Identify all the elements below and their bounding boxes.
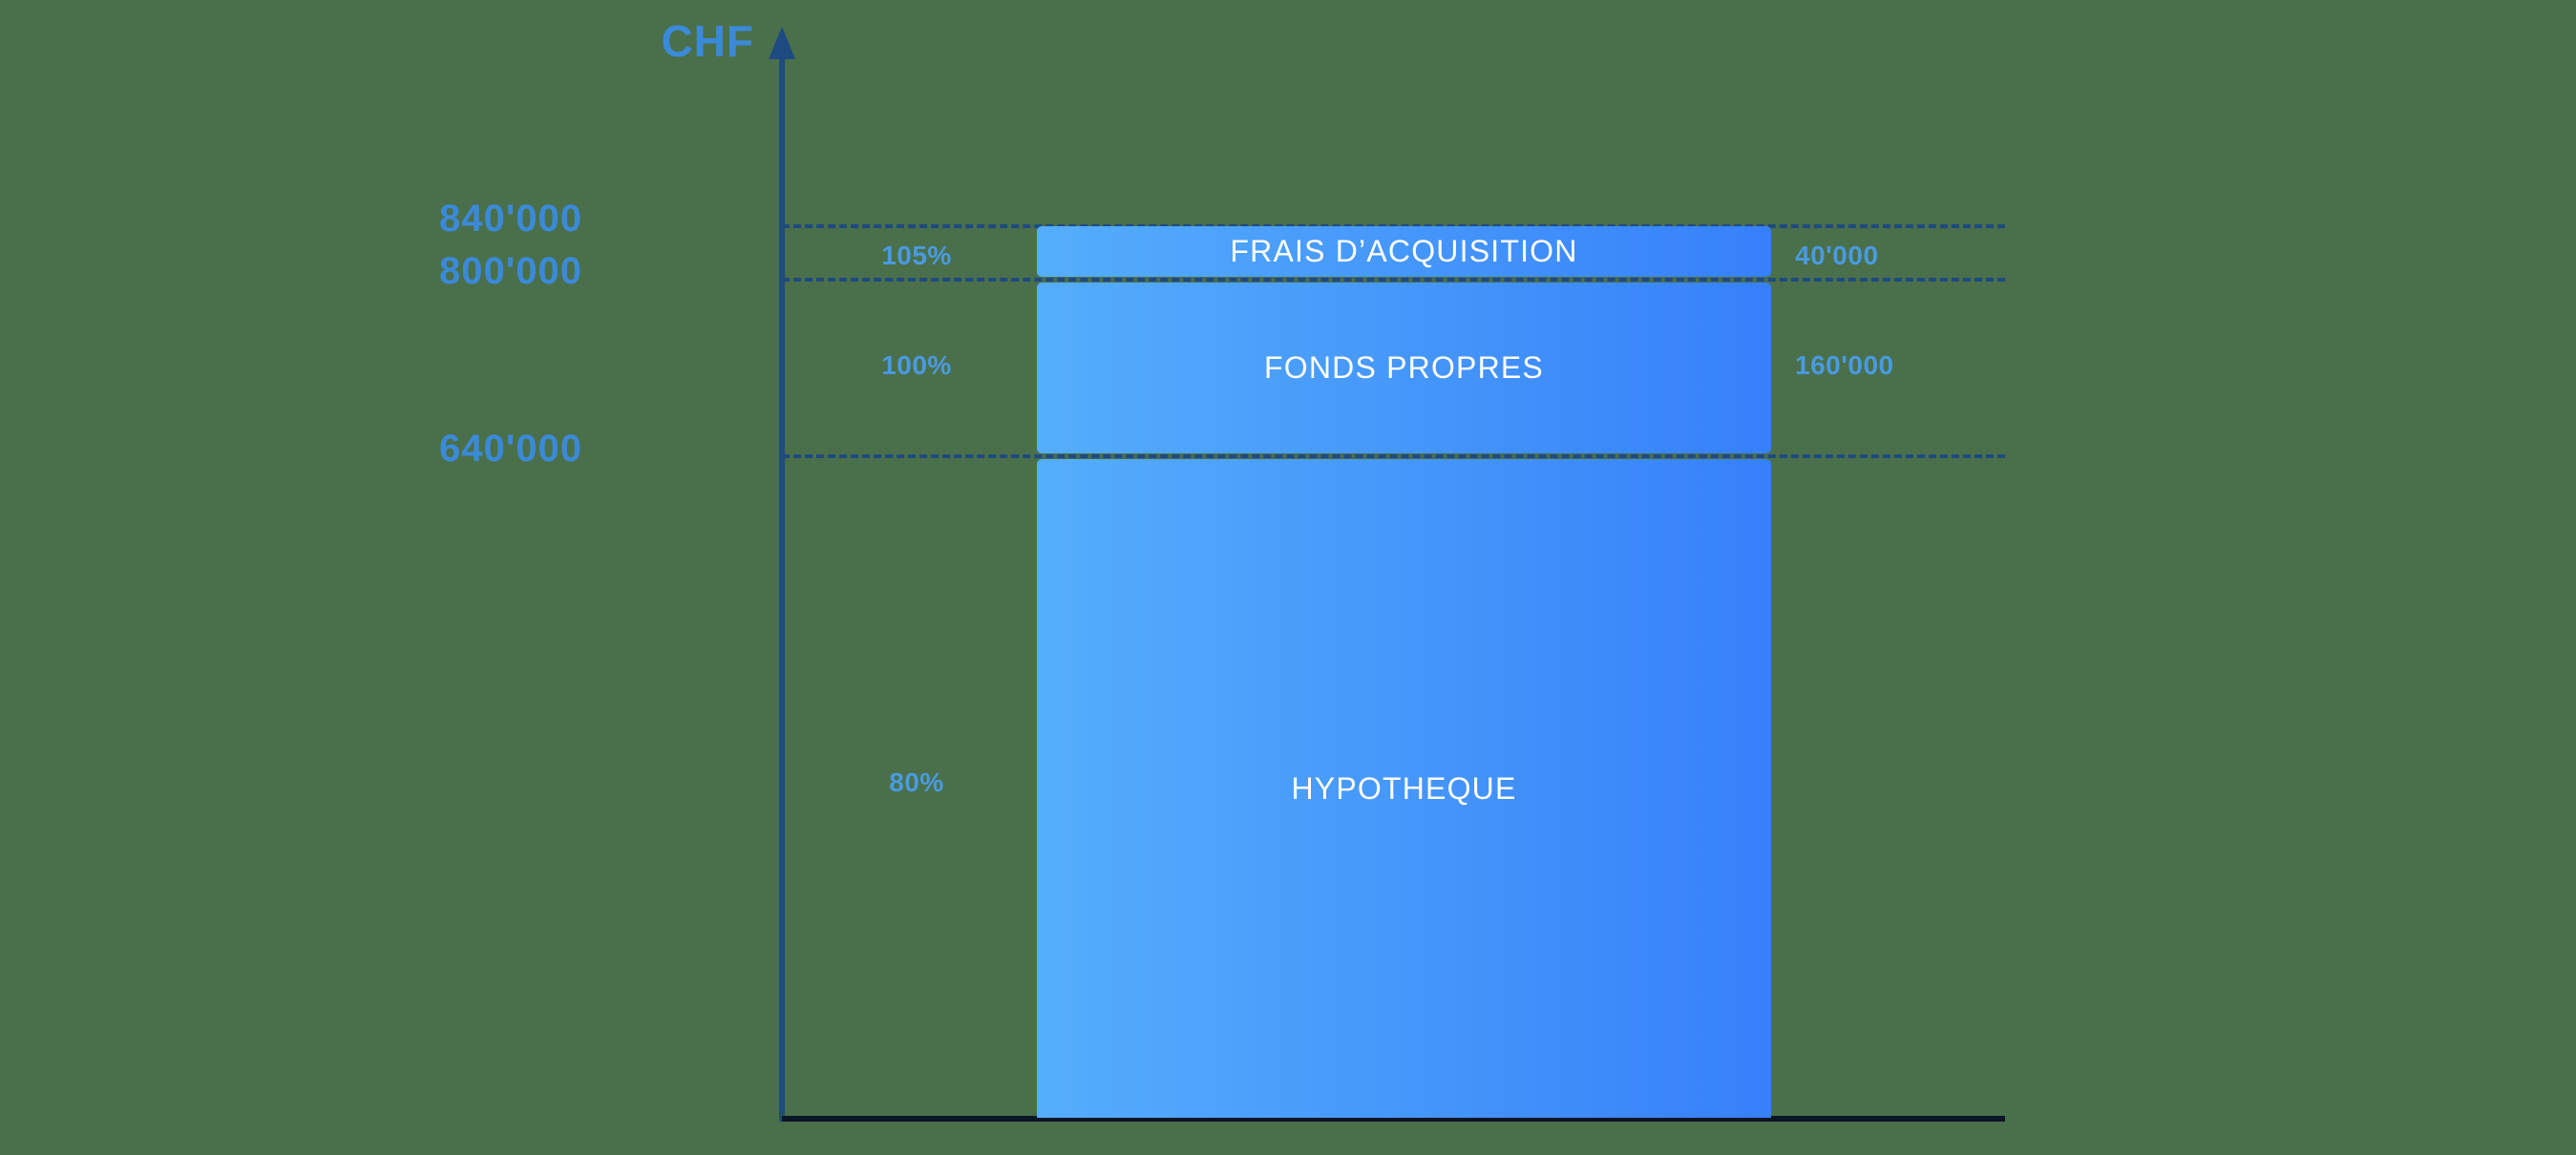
percent-label-80: 80% (889, 767, 944, 797)
bar-segment-label-fonds-propres: FONDS PROPRES (1264, 350, 1544, 385)
bar-segment-fonds-propres: FONDS PROPRES (1037, 283, 1771, 453)
bar-segment-label-frais-acquisition: FRAIS D’ACQUISITION (1230, 234, 1578, 268)
y-tick-label-640000: 640'000 (439, 428, 582, 470)
y-tick-label-840000: 840'000 (439, 198, 582, 240)
percent-label-100: 100% (881, 350, 952, 380)
bar-segment-label-hypotheque: HYPOTHEQUE (1291, 770, 1517, 806)
y-axis-line (779, 55, 785, 1122)
bar-segment-hypotheque: HYPOTHEQUE (1037, 459, 1771, 1118)
x-axis-baseline (782, 1116, 2005, 1122)
amount-label-160000: 160'000 (1795, 350, 1894, 380)
y-tick-label-800000: 800'000 (439, 250, 582, 292)
bar-segment-frais-acquisition: FRAIS D’ACQUISITION (1037, 226, 1771, 277)
amount-label-40000: 40'000 (1795, 241, 1879, 270)
y-axis-unit-label: CHF (661, 16, 754, 66)
percent-label-105: 105% (881, 241, 952, 270)
guide-line-800000 (782, 278, 2005, 282)
guide-line-640000 (782, 454, 2005, 458)
y-axis-arrow-icon (769, 27, 795, 59)
